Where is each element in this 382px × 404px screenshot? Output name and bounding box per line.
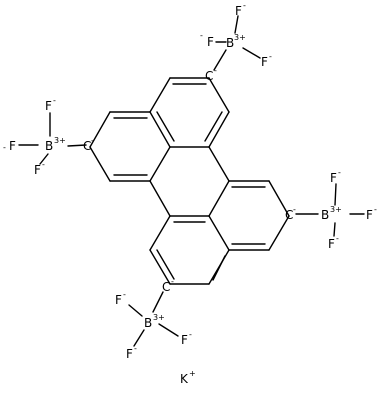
charge-label: 3+: [234, 33, 246, 42]
fluorine-label: F: [9, 139, 16, 153]
charge-label: -: [338, 168, 341, 177]
bond: [268, 215, 290, 251]
fluorine-label: F: [235, 4, 242, 18]
b-f-bond: [39, 153, 49, 165]
b-f-bond: [334, 183, 337, 206]
b-f-bond: [133, 329, 145, 347]
bond: [149, 77, 171, 113]
charge-label: -: [171, 277, 174, 286]
fluorine-label: F: [45, 99, 52, 113]
fluorine-label: F: [34, 163, 41, 177]
charge-label: -: [374, 205, 377, 214]
fluorine-label: F: [181, 333, 188, 347]
bf3-group-right: C - B 3+ F - F - F -: [285, 168, 377, 251]
charge-label: +: [189, 369, 196, 378]
charge-label: -: [53, 96, 56, 105]
fluorine-label: F: [115, 293, 122, 307]
charge-label: -: [269, 52, 272, 61]
bond: [208, 77, 230, 113]
bond: [149, 215, 171, 251]
perylene-core-bonds: [18, 15, 365, 347]
carbanion-label: C: [205, 69, 213, 83]
boron-label: B: [226, 36, 234, 50]
boron-label: B: [321, 208, 329, 222]
charge-label: -: [214, 66, 217, 75]
b-f-bond: [242, 47, 261, 59]
fluorine-label: F: [126, 347, 133, 361]
boron-label: B: [45, 139, 53, 153]
bond: [149, 146, 171, 182]
bond: [149, 180, 171, 217]
bf3-group-left: C - B 3+ F - F - F -: [3, 96, 94, 177]
b-f-bond: [158, 323, 179, 337]
bf3-group-top: C - B 3+ F - F - F -: [200, 1, 272, 83]
boron-label: B: [144, 316, 152, 330]
charge-label: -: [134, 344, 137, 353]
charge-label: -: [42, 160, 45, 169]
bond: [208, 146, 230, 182]
bond: [149, 111, 171, 148]
charge-label: -: [189, 330, 192, 339]
b-f-bond: [128, 304, 143, 317]
charge-label: -: [293, 205, 296, 214]
double-bond-inner: [212, 255, 226, 281]
charge-label: -: [3, 143, 6, 152]
double-bond-inner: [204, 111, 223, 142]
potassium-label: K: [180, 372, 189, 386]
carbanion-label: C: [83, 139, 91, 153]
fluorine-label: F: [366, 208, 373, 222]
b-f-bond: [234, 15, 239, 34]
bond: [89, 146, 111, 182]
bond: [149, 249, 171, 285]
charge-label: -: [200, 31, 203, 40]
charge-label: -: [123, 290, 126, 299]
fluorine-label: F: [328, 237, 335, 251]
fluorine-label: F: [207, 35, 214, 49]
bond: [208, 215, 230, 251]
double-bond-inner: [156, 249, 175, 280]
c-b-bond: [152, 291, 164, 313]
c-b-bond: [213, 49, 227, 71]
double-bond-inner: [156, 111, 175, 142]
c-b-bond: [67, 144, 87, 147]
bond: [208, 111, 230, 148]
fluorine-label: F: [330, 171, 337, 185]
charge-label: 3+: [153, 313, 165, 322]
fluorine-label: F: [261, 55, 268, 69]
charge-label: -: [243, 1, 246, 10]
bond: [208, 180, 230, 217]
bond: [89, 111, 111, 148]
charge-label: 3+: [330, 205, 342, 214]
b-f-bond: [333, 222, 336, 237]
counterion: K +: [180, 369, 196, 386]
charge-label: 3+: [54, 136, 66, 145]
charge-label: -: [91, 136, 94, 145]
charge-label: -: [336, 234, 339, 243]
carbanion-label: C: [162, 280, 170, 294]
bf3-group-bottom: C - B 3+ F - F - F -: [115, 277, 192, 361]
carbanion-label: C: [285, 208, 293, 222]
bond: [268, 180, 290, 217]
